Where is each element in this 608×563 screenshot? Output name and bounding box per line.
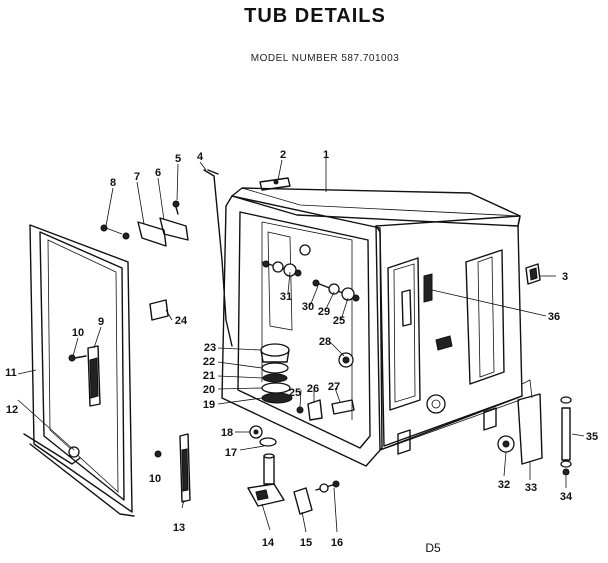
callout-20: 20: [203, 384, 215, 396]
callout-28: 28: [319, 336, 331, 348]
callout-31: 31: [280, 291, 292, 303]
callout-30: 30: [302, 301, 314, 313]
callout-12: 12: [6, 404, 18, 416]
callout-36: 36: [548, 311, 560, 323]
callout-6: 6: [155, 167, 161, 179]
callout-1: 1: [323, 149, 329, 161]
callout-16: 16: [331, 537, 343, 549]
bottom-parts: [154, 425, 340, 515]
callout-32: 32: [498, 479, 510, 491]
callout-22: 22: [203, 356, 215, 368]
diagram-title: TUB DETAILS: [244, 5, 386, 27]
door-drawing: [23, 224, 169, 517]
callout-17: 17: [225, 447, 237, 459]
callouts: 1 2 3 4 5 6 7 8 9 10 10 11 12 13 14 15 1…: [5, 149, 598, 549]
interior-parts: [260, 244, 433, 421]
callout-25-lower: 25: [289, 387, 301, 399]
callout-26: 26: [307, 383, 319, 395]
callout-13: 13: [173, 522, 185, 534]
callout-21: 21: [203, 370, 215, 382]
callout-29: 29: [318, 306, 330, 318]
callout-35: 35: [586, 431, 598, 443]
callout-8: 8: [110, 177, 116, 189]
callout-3: 3: [562, 271, 568, 283]
tub-drawing: [221, 187, 523, 467]
callout-5: 5: [175, 153, 181, 165]
callout-14: 14: [262, 537, 275, 549]
model-number: MODEL NUMBER 587.701003: [251, 53, 399, 64]
callout-10-lower: 10: [149, 473, 161, 485]
upper-brackets: [100, 169, 291, 347]
callout-4: 4: [197, 151, 204, 163]
right-side-parts: [497, 263, 572, 476]
callout-10-upper: 10: [72, 327, 84, 339]
callout-24: 24: [175, 315, 188, 327]
callout-34: 34: [560, 491, 573, 503]
callout-2: 2: [280, 149, 286, 161]
leader-lines: [17, 158, 585, 533]
callout-33: 33: [525, 482, 537, 494]
callout-19: 19: [203, 399, 215, 411]
callout-15: 15: [300, 537, 312, 549]
callout-23: 23: [204, 342, 216, 354]
callout-7: 7: [134, 171, 140, 183]
callout-18: 18: [221, 427, 233, 439]
page-code: D5: [425, 541, 441, 555]
callout-11: 11: [5, 367, 17, 379]
callout-25-upper: 25: [333, 315, 345, 327]
callout-27: 27: [328, 381, 340, 393]
callout-9: 9: [98, 316, 104, 328]
